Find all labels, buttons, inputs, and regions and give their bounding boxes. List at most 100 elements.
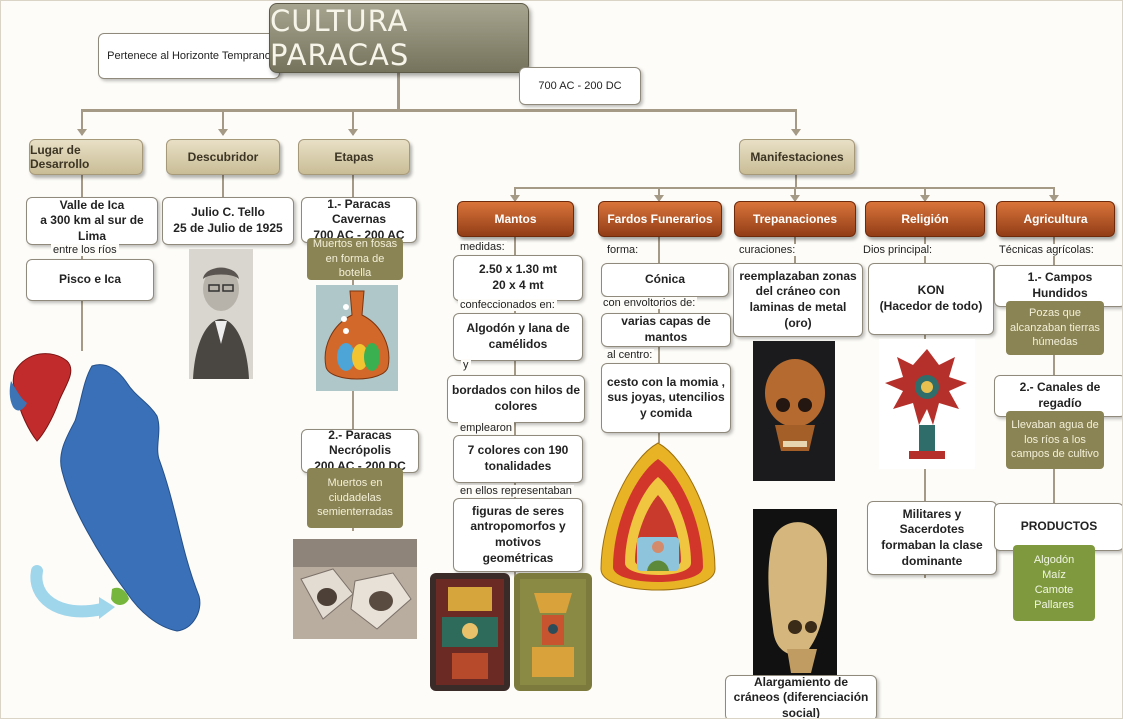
fechas-box: 700 AC - 200 DC (519, 67, 641, 105)
medida-1: 2.50 x 1.30 mt (479, 262, 557, 278)
producto-item: Algodón (1034, 553, 1074, 568)
cesto-box: cesto con la momia , sus joyas, utencili… (601, 363, 731, 433)
bordados-box: bordados con hilos de colores (447, 375, 585, 423)
pozas-desc: Pozas que alcanzaban tierras húmedas (1006, 301, 1104, 355)
cavernas-title: 1.- Paracas Cavernas (306, 197, 412, 228)
header-agricultura-label: Agricultura (1023, 212, 1087, 226)
kon-name: KON (918, 283, 945, 299)
kon-deity-image (879, 339, 975, 469)
arrow-down-icon (218, 129, 228, 136)
header-mantos: Mantos (457, 201, 574, 237)
reemplazo-text: reemplazaban zonas del cráneo con lamina… (738, 269, 858, 331)
y-label: y (461, 359, 471, 371)
header-trepanaciones-label: Trepanaciones (753, 212, 837, 226)
arrow-down-icon (77, 129, 87, 136)
header-etapas: Etapas (298, 139, 410, 175)
alargamiento-text: Alargamiento de cráneos (diferenciación … (730, 675, 872, 719)
clase-box: Militares y Sacerdotes formaban la clase… (867, 501, 997, 575)
cesto-text: cesto con la momia , sus joyas, utencili… (606, 375, 726, 422)
connector (514, 187, 1054, 189)
kon-desc: (Hacedor de todo) (880, 299, 983, 315)
header-fardos-label: Fardos Funerarios (607, 212, 712, 226)
curaciones-label: curaciones: (737, 244, 797, 256)
header-descubridor-label: Descubridor (188, 150, 259, 164)
header-lugar: Lugar de Desarrollo (29, 139, 143, 175)
necropolis-desc: Muertos en ciudadelas semienterradas (307, 468, 403, 528)
connector (397, 71, 400, 111)
forma-label: forma: (605, 244, 640, 256)
medida-2: 20 x 4 mt (492, 278, 543, 294)
alargamiento-box: Alargamiento de cráneos (diferenciación … (725, 675, 877, 719)
producto-item: Maíz (1042, 568, 1066, 583)
rios-text: Pisco e Ica (59, 272, 121, 288)
header-manifestaciones-label: Manifestaciones (750, 150, 843, 164)
producto-item: Camote (1035, 583, 1074, 598)
peru-map-image (7, 341, 211, 641)
confeccionados-label: confeccionados en: (458, 299, 557, 311)
figuras-box: figuras de seres antropomorfos y motivos… (453, 498, 583, 572)
fardo-funerario-image (597, 439, 719, 607)
figuras-text: figuras de seres antropomorfos y motivos… (458, 504, 578, 566)
fechas-text: 700 AC - 200 DC (538, 79, 621, 93)
emplearon-label: emplearon (458, 422, 514, 434)
header-religion: Religión (865, 201, 985, 237)
medidas-box: 2.50 x 1.30 mt 20 x 4 mt (453, 255, 583, 301)
necropolis-title: 2.- Paracas Necrópolis (306, 428, 414, 459)
cavernas-desc: Muertos en fosas en forma de botella (307, 238, 403, 280)
title-text: CULTURA PARACAS (270, 4, 528, 72)
header-mantos-label: Mantos (495, 212, 537, 226)
elongated-skull-image (753, 509, 837, 681)
capas-text: varias capas de mantos (606, 314, 726, 345)
header-lugar-label: Lugar de Desarrollo (30, 143, 142, 171)
colores-text: 7 colores con 190 tonalidades (458, 443, 578, 474)
botella-tomb-image (316, 285, 398, 391)
capas-box: varias capas de mantos (601, 313, 731, 347)
lugar-valle: Valle de Ica (60, 198, 125, 214)
centro-label: al centro: (605, 349, 654, 361)
page-title: CULTURA PARACAS (269, 3, 529, 73)
envoltorios-label: con envoltorios de: (601, 297, 697, 309)
arrow-down-icon (348, 129, 358, 136)
canales-desc: Llevaban agua de los ríos a los campos d… (1006, 411, 1104, 469)
horizonte-text: Pertenece al Horizonte Temprano (107, 49, 271, 63)
dios-label: Dios principal: (861, 244, 934, 256)
representaban-label: en ellos representaban (458, 485, 574, 497)
materiales-box: Algodón y lana de camélidos (453, 313, 583, 361)
productos-list: Algodón Maíz Camote Pallares (1013, 545, 1095, 621)
necropolis-ruins-image (293, 539, 417, 639)
canales-text: 2.- Canales de regadío (999, 380, 1121, 411)
forma-text: Cónica (645, 272, 685, 288)
manto-textile-image-1 (430, 573, 510, 691)
productos-box: PRODUCTOS (994, 503, 1123, 551)
header-descubridor: Descubridor (166, 139, 280, 175)
producto-item: Pallares (1034, 598, 1074, 613)
trepanned-skull-image (753, 341, 835, 481)
horizonte-box: Pertenece al Horizonte Temprano (98, 33, 280, 79)
header-etapas-label: Etapas (334, 150, 373, 164)
header-manifestaciones: Manifestaciones (739, 139, 855, 175)
necropolis-box: 2.- Paracas Necrópolis 200 AC - 200 DC (301, 429, 419, 473)
connector (81, 109, 797, 112)
medidas-label: medidas: (458, 241, 507, 253)
tecnicas-label: Técnicas agrícolas: (997, 244, 1096, 256)
kon-box: KON (Hacedor de todo) (868, 263, 994, 335)
reemplazo-box: reemplazaban zonas del cráneo con lamina… (733, 263, 863, 337)
colores-box: 7 colores con 190 tonalidades (453, 435, 583, 483)
header-religion-label: Religión (901, 212, 948, 226)
materiales-text: Algodón y lana de camélidos (458, 321, 578, 352)
header-fardos: Fardos Funerarios (598, 201, 722, 237)
descubridor-nombre: Julio C. Tello (191, 205, 265, 221)
campos-text: 1.- Campos Hundidos (999, 270, 1121, 301)
arrow-down-icon (791, 129, 801, 136)
productos-label: PRODUCTOS (1021, 519, 1097, 535)
header-agricultura: Agricultura (996, 201, 1115, 237)
header-trepanaciones: Trepanaciones (734, 201, 856, 237)
lugar-box: Valle de Ica a 300 km al sur de Lima (26, 197, 158, 245)
forma-box: Cónica (601, 263, 729, 297)
manto-textile-image-2 (514, 573, 592, 691)
entre-label: entre los ríos (51, 244, 119, 256)
clase-text: Militares y Sacerdotes formaban la clase… (872, 507, 992, 569)
descubridor-box: Julio C. Tello 25 de Julio de 1925 (162, 197, 294, 245)
descubridor-fecha: 25 de Julio de 1925 (173, 221, 282, 237)
